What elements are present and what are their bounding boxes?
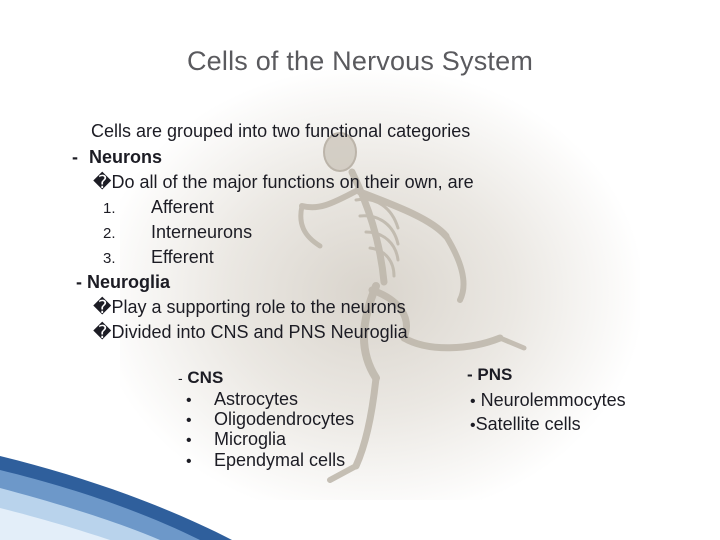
bullet: • [186, 392, 192, 409]
cns-item-label: Ependymal cells [214, 450, 346, 470]
neurons-description: �Do all of the major functions on their … [93, 172, 474, 193]
cns-item-label: Microglia [214, 429, 287, 449]
pns-item-label: Neurolemmocytes [475, 390, 626, 410]
background-glow [120, 70, 640, 500]
slide-title: Cells of the Nervous System [186, 46, 534, 76]
list-number: 3. [103, 250, 116, 267]
description-text: Do all of the major functions on their o… [111, 172, 474, 192]
intro-text: Cells are grouped into two functional ca… [91, 121, 471, 141]
cns-heading: - CNS [178, 368, 223, 388]
pns-item-label: Satellite cells [475, 414, 581, 434]
bullet: • [186, 412, 192, 429]
neuron-type-efferent: 3. Efferent [103, 247, 214, 268]
cns-item-microglia: • Microglia [186, 429, 286, 450]
bullet: • [470, 417, 476, 434]
list-label: Efferent [151, 247, 214, 267]
cns-item-oligodendrocytes: • Oligodendrocytes [186, 409, 354, 430]
neuroglia-point-divided: �Divided into CNS and PNS Neuroglia [93, 322, 408, 343]
neuroglia-heading: - Neuroglia [76, 272, 171, 292]
point-marker: � [93, 297, 112, 317]
neuron-type-interneurons: 2. Interneurons [103, 222, 252, 243]
cns-item-astrocytes: • Astrocytes [186, 389, 298, 410]
cns-dash: - [178, 370, 183, 386]
cns-item-ependymal-cells: • Ependymal cells [186, 450, 345, 471]
neurons-heading: - Neurons [72, 147, 162, 168]
bullet: • [186, 432, 192, 449]
neuron-type-afferent: 1. Afferent [103, 197, 214, 218]
description-marker: � [93, 172, 112, 192]
point-text: Divided into CNS and PNS Neuroglia [111, 322, 408, 342]
list-label: Afferent [151, 197, 214, 217]
neurons-dash: - [72, 147, 78, 167]
list-number: 2. [103, 225, 116, 242]
bullet: • [470, 393, 476, 410]
cns-item-label: Oligodendrocytes [214, 409, 355, 429]
point-text: Play a supporting role to the neurons [111, 297, 406, 317]
neuroglia-point-supporting: �Play a supporting role to the neurons [93, 297, 406, 318]
point-marker: � [93, 322, 112, 342]
pns-item-satellite-cells: •Satellite cells [470, 414, 581, 435]
pns-heading: - PNS [467, 365, 513, 384]
pns-item-neurolemmocytes: • Neurolemmocytes [470, 390, 626, 411]
bullet: • [186, 453, 192, 470]
cns-item-label: Astrocytes [214, 389, 299, 409]
list-label: Interneurons [151, 222, 253, 242]
neurons-heading-label: Neurons [89, 147, 163, 167]
list-number: 1. [103, 200, 116, 217]
cns-heading-label: CNS [187, 368, 224, 387]
